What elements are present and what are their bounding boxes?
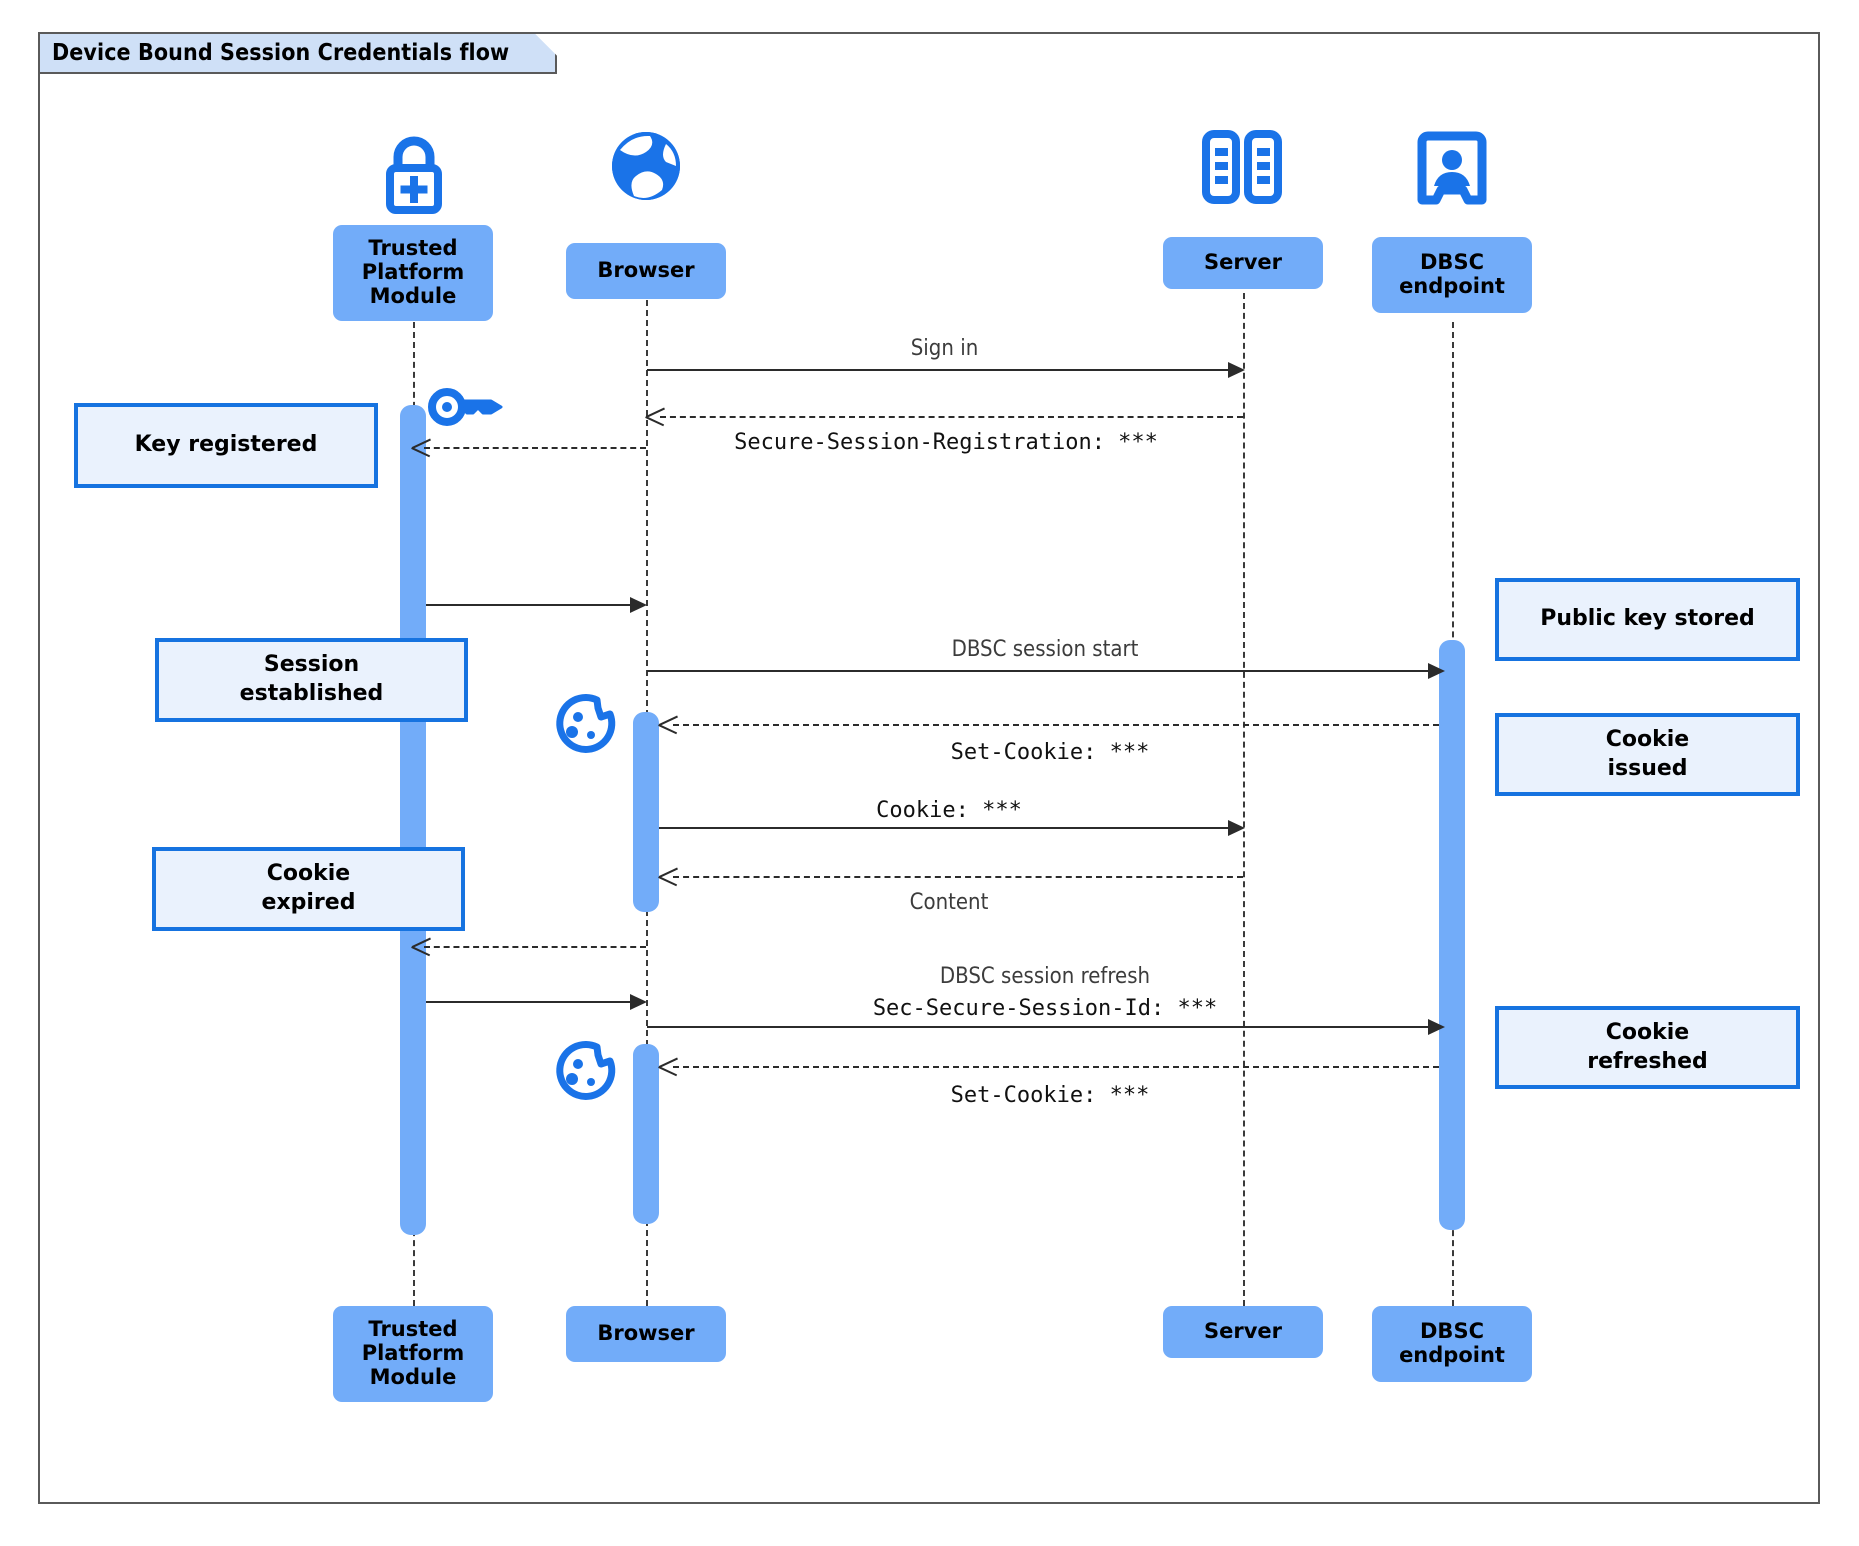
message-line-cookie-expired-notify	[424, 946, 646, 948]
message-label-content: Content	[909, 890, 989, 915]
activation-bar-browser-2	[633, 1044, 659, 1224]
lock-plus-icon	[368, 128, 460, 225]
participant-label: Server	[1203, 250, 1282, 275]
message-label-dbsc-session-refresh: DBSC session refresh	[939, 964, 1151, 989]
diagram-title: Device Bound Session Credentials flow	[40, 34, 557, 74]
activation-bar-dbsc	[1439, 640, 1465, 1230]
participant-label-line3: Module	[369, 1364, 457, 1389]
message-label-cookie: Cookie: ***	[876, 798, 1022, 823]
message-label-dbsc-session-start: DBSC session start	[951, 637, 1139, 662]
message-line-set-cookie-2	[673, 1066, 1439, 1068]
note-text-line2: issued	[1607, 755, 1688, 781]
key-icon	[427, 380, 505, 441]
participant-label-line2: Platform	[361, 1341, 465, 1366]
participant-dbsc-header[interactable]: DBSC endpoint	[1372, 237, 1532, 313]
participant-label: Browser	[597, 258, 695, 283]
note-key-registered: Key registered	[74, 403, 378, 488]
message-label-sec-secure-session-id: Sec-Secure-Session-Id: ***	[872, 996, 1218, 1021]
message-label-secure-session-registration: Secure-Session-Registration: ***	[734, 430, 1158, 455]
participant-browser-footer[interactable]: Browser	[566, 1306, 726, 1362]
note-public-key-stored: Public key stored	[1495, 578, 1800, 661]
activation-bar-browser-1	[633, 712, 659, 912]
participant-server-header[interactable]: Server	[1163, 237, 1323, 289]
arrow-head-right	[630, 994, 647, 1010]
participant-label: Server	[1203, 1319, 1282, 1344]
message-label-set-cookie-2: Set-Cookie: ***	[950, 1083, 1150, 1108]
arrow-head-right	[1228, 820, 1245, 836]
note-text-line2: expired	[261, 890, 356, 915]
note-cookie-expired: Cookie expired	[152, 847, 465, 931]
participant-dbsc-footer[interactable]: DBSC endpoint	[1372, 1306, 1532, 1382]
cookie-icon	[549, 690, 619, 765]
participant-label-line2: endpoint	[1399, 1343, 1505, 1367]
participant-label-line3: Module	[369, 283, 457, 308]
message-label-set-cookie-1: Set-Cookie: ***	[950, 740, 1150, 765]
participant-label-line2: endpoint	[1399, 274, 1505, 298]
note-session-established: Session established	[155, 638, 468, 722]
participant-label-line1: Trusted	[368, 236, 458, 261]
participant-browser-header[interactable]: Browser	[566, 243, 726, 299]
note-text-line1: Cookie	[1605, 726, 1690, 752]
message-line-key-register-request	[424, 447, 646, 449]
message-line-set-cookie-1	[673, 724, 1439, 726]
arrow-head-right	[1428, 663, 1445, 679]
arrow-head-right	[1428, 1019, 1445, 1035]
participant-label-line1: DBSC	[1420, 250, 1484, 275]
note-cookie-issued: Cookie issued	[1495, 713, 1800, 796]
message-line-secure-session-registration	[660, 416, 1243, 418]
note-text-line1: Cookie	[1605, 1019, 1690, 1045]
participant-tpm-footer[interactable]: Trusted Platform Module	[333, 1306, 493, 1402]
arrow-head-right	[630, 597, 647, 613]
note-text-line2: established	[239, 681, 384, 706]
note-text-line1: Session	[263, 652, 360, 678]
note-text-line1: Cookie	[266, 861, 351, 887]
message-line-dbsc-session-refresh	[647, 1026, 1442, 1028]
participant-tpm-header[interactable]: Trusted Platform Module	[333, 225, 493, 321]
globe-icon	[604, 124, 688, 213]
participant-label-line1: DBSC	[1420, 1319, 1484, 1344]
arrow-head-right	[1228, 362, 1245, 378]
activation-bar-tpm	[400, 405, 426, 1235]
message-line-sign-in	[647, 369, 1237, 371]
participant-label-line2: Platform	[361, 260, 465, 285]
message-line-key-register-response	[426, 604, 637, 606]
participant-label-line1: Trusted	[368, 1317, 458, 1342]
participant-label: Browser	[597, 1321, 695, 1346]
id-badge-icon	[1416, 130, 1488, 217]
note-cookie-refreshed: Cookie refreshed	[1495, 1006, 1800, 1089]
message-line-cookie	[659, 827, 1237, 829]
lifeline-server	[1243, 283, 1245, 1306]
note-text: Key registered	[134, 432, 318, 458]
note-text-line2: refreshed	[1587, 1048, 1708, 1074]
note-text: Public key stored	[1540, 606, 1755, 632]
message-line-content	[673, 876, 1243, 878]
message-line-dbsc-session-start	[647, 670, 1442, 672]
message-line-tpm-sign	[426, 1001, 637, 1003]
message-label-sign-in: Sign in	[910, 336, 979, 361]
cookie-icon	[549, 1037, 619, 1112]
server-rack-icon	[1196, 128, 1288, 217]
participant-server-footer[interactable]: Server	[1163, 1306, 1323, 1358]
